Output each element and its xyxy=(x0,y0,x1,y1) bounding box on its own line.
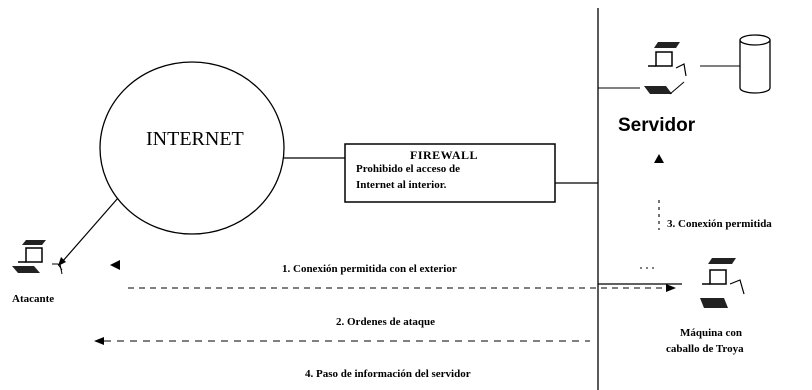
attacker-label: Atacante xyxy=(12,293,55,305)
server-label: Servidor xyxy=(618,115,696,136)
firewall-line2: Internet al interior. xyxy=(356,179,447,191)
flow2-label: 2. Ordenes de ataque xyxy=(336,316,435,328)
firewall-title: FIREWALL xyxy=(410,148,479,162)
arrowhead-icon xyxy=(666,284,676,292)
arrowhead-icon xyxy=(94,337,104,345)
database-icon xyxy=(739,34,771,94)
computer-icon xyxy=(700,258,745,308)
internet-ellipse xyxy=(99,61,285,235)
arrowhead-icon xyxy=(654,154,664,163)
arrowhead-icon xyxy=(58,257,66,266)
internet-label: INTERNET xyxy=(146,128,244,150)
trojan-label-line2: caballo de Troya xyxy=(666,343,744,355)
trojan-label-line1: Máquina con xyxy=(680,327,743,339)
flow3-label: 3. Conexión permitida xyxy=(667,218,772,230)
firewall-line1: Prohibido el acceso de xyxy=(356,163,460,175)
computer-icon xyxy=(12,240,63,275)
flow4-label: 4. Paso de información del servidor xyxy=(305,368,471,380)
firewall-box xyxy=(344,143,556,203)
arrowhead-icon xyxy=(110,260,120,270)
flow1-label: 1. Conexión permitida con el exterior xyxy=(282,263,457,275)
internet-to-attacker-line xyxy=(61,197,119,263)
computer-icon xyxy=(644,42,687,95)
